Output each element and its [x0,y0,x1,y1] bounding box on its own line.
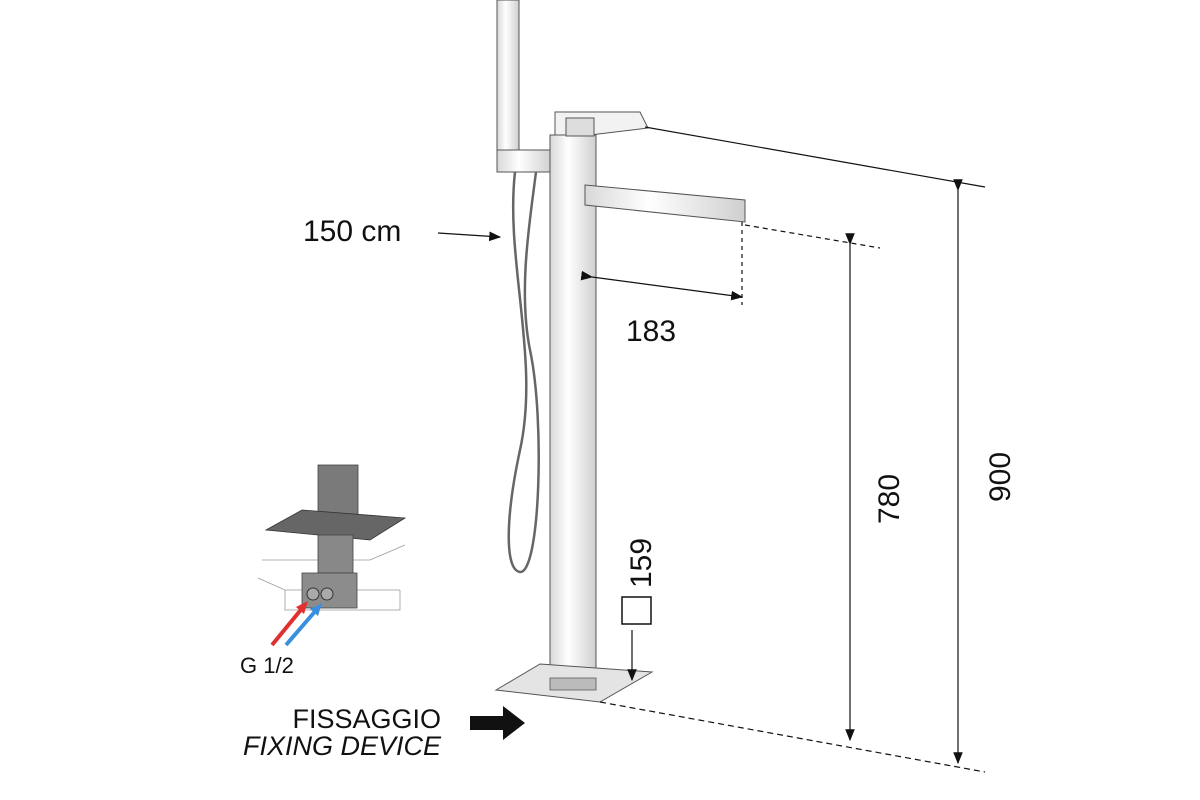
square-section-icon [621,596,652,625]
inlet-thread-label: G 1/2 [240,653,294,678]
faucet-column [494,111,746,703]
shower-hose [507,171,540,574]
fixing-label-italian: FISSAGGIO [292,704,441,734]
fixing-arrow-icon [470,706,525,740]
spout-reach-label: 183 [626,315,676,348]
spout-height-label: 780 [873,474,906,524]
total-height-label: 900 [984,452,1017,502]
fixing-device-inset [257,464,407,647]
dimension-lines [437,126,986,773]
hose-length-label: 150 cm [303,215,401,248]
column-section-label: 159 [625,538,658,588]
hand-shower [496,0,553,173]
fixing-label-english: FIXING DEVICE [243,731,442,761]
